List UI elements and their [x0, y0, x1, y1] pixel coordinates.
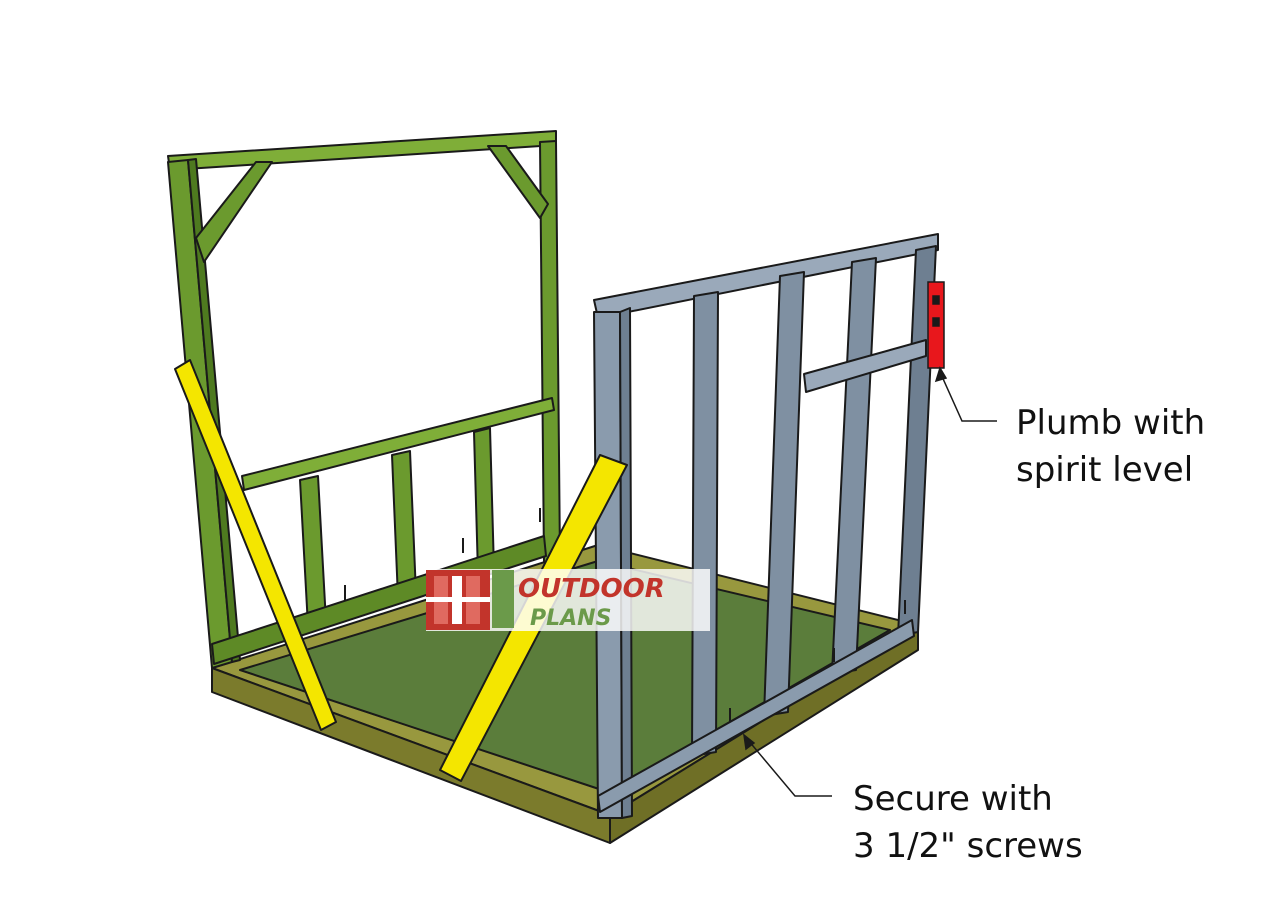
floor-frame	[211, 544, 919, 844]
leader-lines	[742, 366, 997, 797]
secure-callout-line2: 3 1/2" screws	[853, 826, 1083, 866]
logo-green-bar	[492, 570, 514, 628]
mop-logo-icon	[426, 570, 490, 630]
spirit-level	[927, 281, 945, 369]
plumb-callout: Plumb with spirit level	[1016, 400, 1205, 494]
blue-wall-frame	[593, 233, 939, 819]
plumb-callout-line1: Plumb with	[1016, 403, 1206, 443]
logo-word-outdoor: OUTDOOR	[518, 574, 665, 604]
plumb-leader	[939, 371, 997, 422]
secure-callout-line1: Secure with	[853, 779, 1053, 819]
plumb-callout-line2: spirit level	[1016, 450, 1194, 490]
secure-callout: Secure with 3 1/2" screws	[853, 776, 1083, 870]
secure-leader	[747, 739, 832, 797]
brand-watermark: OUTDOOR PLANS	[426, 569, 710, 631]
logo-word-plans: PLANS	[530, 606, 611, 631]
screw-marks	[344, 508, 906, 722]
left-brace	[174, 359, 337, 731]
